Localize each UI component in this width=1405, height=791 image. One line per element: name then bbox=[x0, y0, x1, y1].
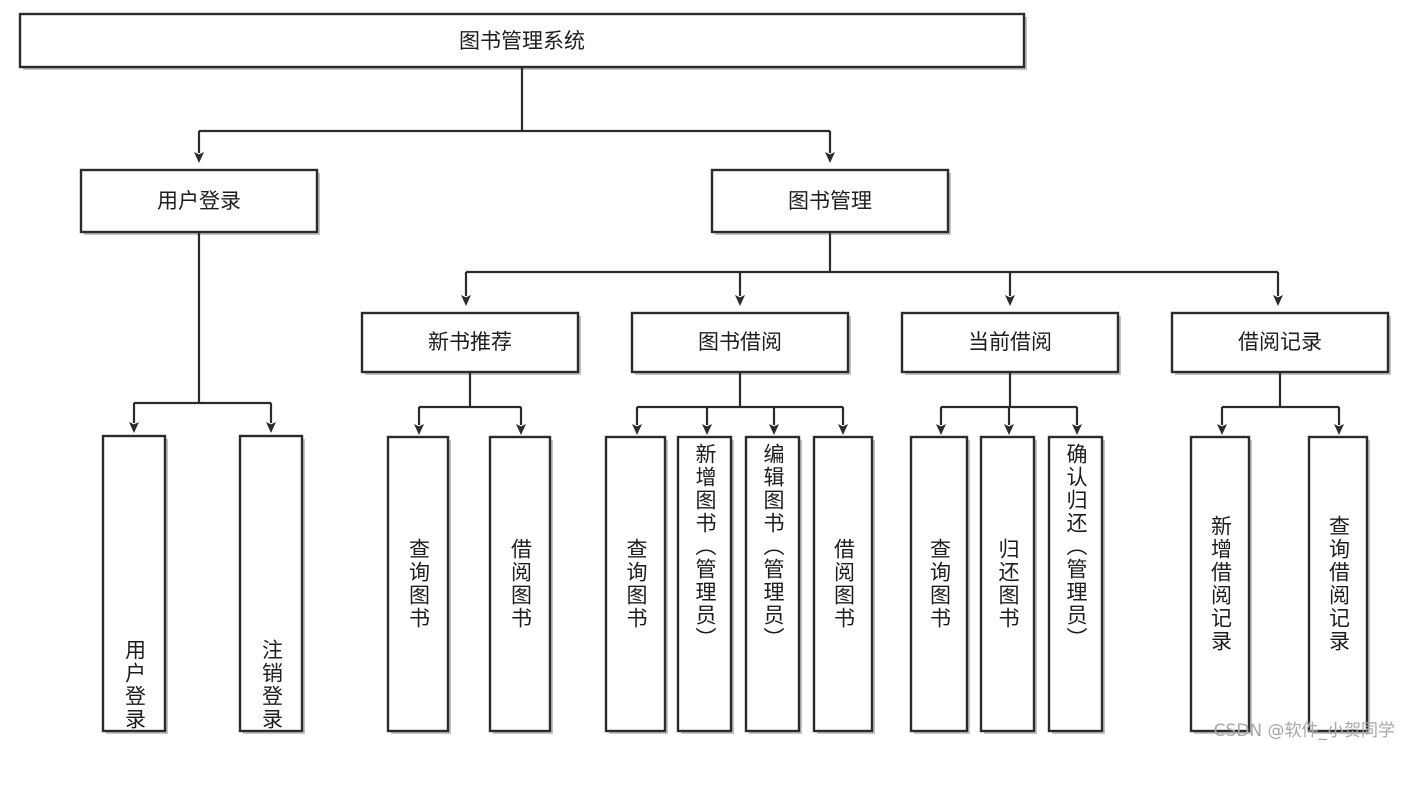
node-label-new-book-recommend: 新书推荐 bbox=[428, 330, 512, 354]
node-box-leaf-query-record[interactable] bbox=[1307, 435, 1369, 733]
node-box-root[interactable] bbox=[18, 12, 1026, 69]
node-box-new-book-recommend[interactable] bbox=[360, 311, 580, 374]
node-box-leaf-return-book[interactable] bbox=[979, 435, 1036, 733]
node-box-leaf-borrow-book-2[interactable] bbox=[812, 435, 874, 733]
node-box-book-manage[interactable] bbox=[710, 168, 950, 234]
node-box-leaf-user-login[interactable] bbox=[101, 434, 167, 733]
node-label-root: 图书管理系统 bbox=[459, 29, 585, 53]
node-box-leaf-confirm-return[interactable] bbox=[1047, 435, 1104, 733]
node-label-book-borrow: 图书借阅 bbox=[698, 330, 782, 354]
node-box-leaf-query-book-2[interactable] bbox=[604, 435, 667, 733]
node-box-user-login[interactable] bbox=[79, 168, 319, 234]
node-label-current-borrow: 当前借阅 bbox=[968, 330, 1052, 354]
node-box-leaf-query-book-1[interactable] bbox=[386, 435, 450, 733]
org-chart-diagram: 图书管理系统 用户登录 图书管理 新书推荐 图书借阅 bbox=[18, 12, 1395, 741]
node-box-leaf-edit-book[interactable] bbox=[744, 435, 801, 733]
node-box-borrow-record[interactable] bbox=[1170, 311, 1390, 374]
node-box-leaf-query-book-3[interactable] bbox=[909, 435, 969, 733]
node-box-leaf-add-book[interactable] bbox=[676, 435, 733, 733]
diagram-canvas: 图书管理系统 用户登录 图书管理 新书推荐 图书借阅 bbox=[18, 12, 1391, 734]
node-label-borrow-record: 借阅记录 bbox=[1238, 330, 1322, 354]
node-label-user-login: 用户登录 bbox=[157, 189, 241, 213]
node-box-leaf-logout[interactable] bbox=[238, 434, 304, 733]
node-box-leaf-add-record[interactable] bbox=[1189, 435, 1251, 733]
node-label-book-manage: 图书管理 bbox=[788, 189, 872, 213]
node-box-leaf-borrow-book-1[interactable] bbox=[488, 435, 552, 733]
node-box-current-borrow[interactable] bbox=[900, 311, 1120, 374]
